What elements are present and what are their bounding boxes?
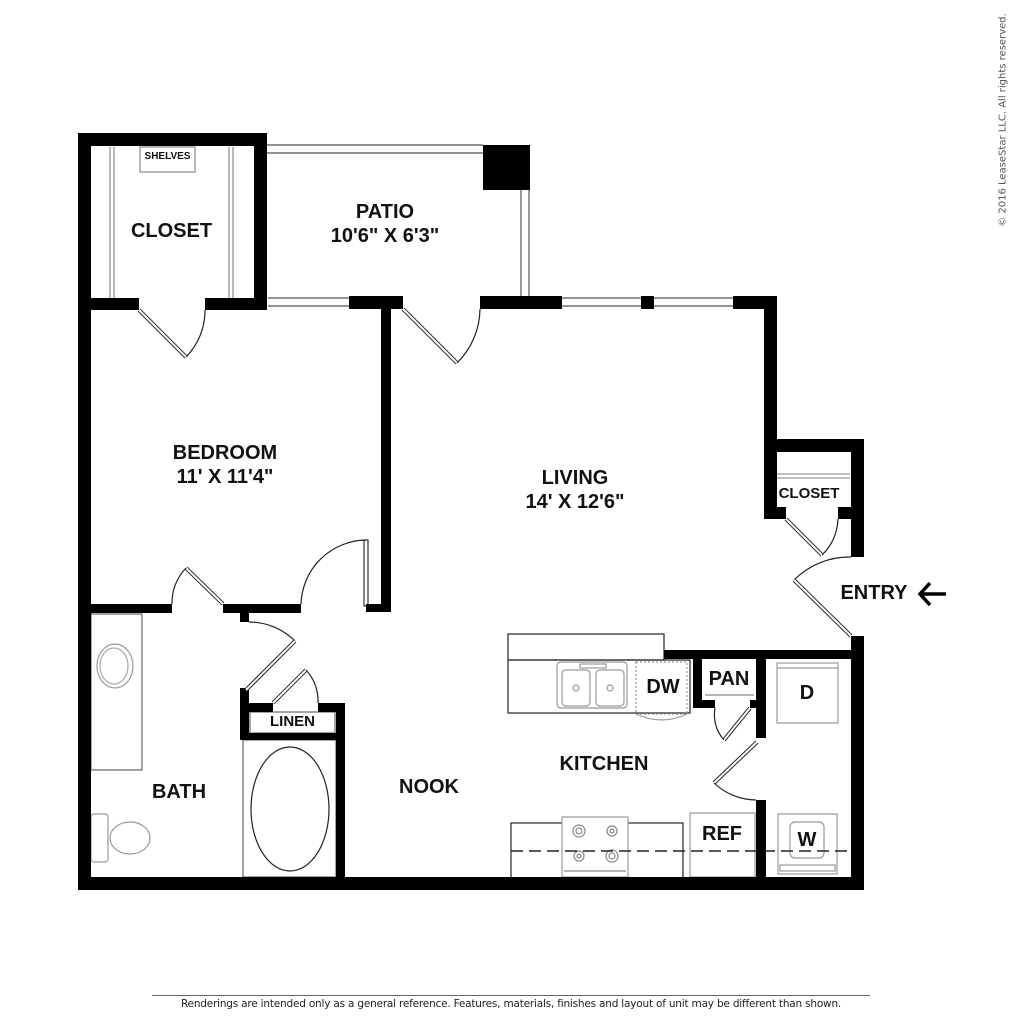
closet-entry-label: CLOSET [778,485,840,502]
closet-bedroom-label: CLOSET [130,220,213,242]
refrigerator-label: REF [702,823,742,845]
washer-label: W [797,829,817,851]
arrow-left-icon [917,581,946,607]
kitchen-label: KITCHEN [559,753,649,775]
shelves-box [139,146,196,173]
patio-label: PATIO 10'6" X 6'3" [300,200,470,248]
doors [137,307,853,801]
pantry-label: PAN [708,668,750,690]
bedroom-name: BEDROOM [172,442,278,464]
living-name: LIVING [541,467,609,489]
disclaimer-text: Renderings are intended only as a genera… [180,998,842,1010]
living-dimensions: 14' X 12'6" [525,491,625,513]
patio-name: PATIO [355,201,415,223]
walls [78,133,864,890]
bedroom-dimensions: 11' X 11'4" [176,466,274,488]
bath-label: BATH [151,781,207,803]
dishwasher-label: DW [646,676,680,698]
footer-divider [152,995,870,996]
dryer-label: D [799,682,815,704]
living-label: LIVING 14' X 12'6" [490,466,660,514]
fixtures [90,144,852,879]
patio-dimensions: 10'6" X 6'3" [330,225,440,247]
nook-label: NOOK [399,776,459,798]
bedroom-label: BEDROOM 11' X 11'4" [140,441,310,489]
copyright-notice: © 2016 LeaseStar LLC. All rights reserve… [997,13,1009,227]
linen-label: LINEN [270,713,315,730]
entry-label: ENTRY [840,582,908,604]
shelves-label: SHELVES [144,151,191,162]
